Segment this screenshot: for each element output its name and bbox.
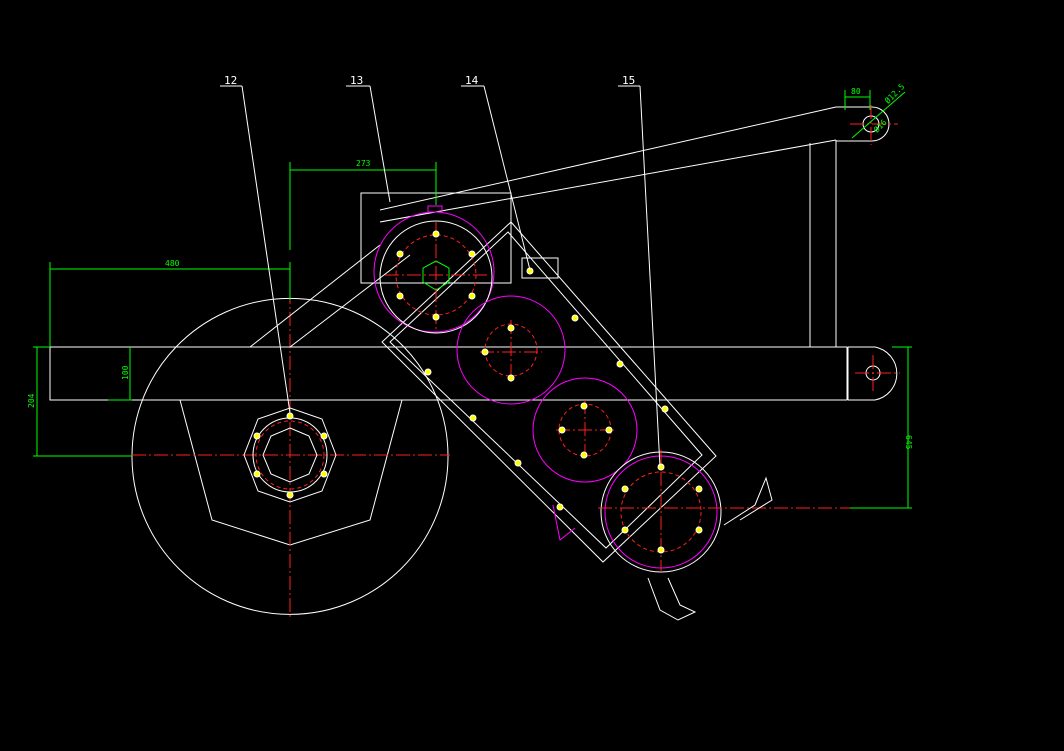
callout-15: 15 <box>622 74 635 87</box>
dim-beam-height: 100 <box>121 365 130 380</box>
middle-sprockets <box>456 295 638 483</box>
bolts <box>253 230 703 554</box>
callout-14: 14 <box>465 74 479 87</box>
lower-sprocket <box>552 450 910 621</box>
callout-leaders <box>220 85 661 468</box>
main-frame <box>49 105 900 401</box>
dim-top-width: 273 <box>356 159 371 168</box>
dim-clevis-width: 80 <box>851 87 861 96</box>
dim-height-left: 204 <box>27 393 36 408</box>
ground-wheel <box>131 290 450 620</box>
dim-left-width: 480 <box>165 259 180 268</box>
upper-sprocket <box>373 205 495 334</box>
dimension-lines <box>33 90 912 509</box>
callout-12: 12 <box>224 74 237 87</box>
dim-right-height: 645 <box>904 435 913 450</box>
chain-housing <box>381 221 717 563</box>
callout-13: 13 <box>350 74 363 87</box>
